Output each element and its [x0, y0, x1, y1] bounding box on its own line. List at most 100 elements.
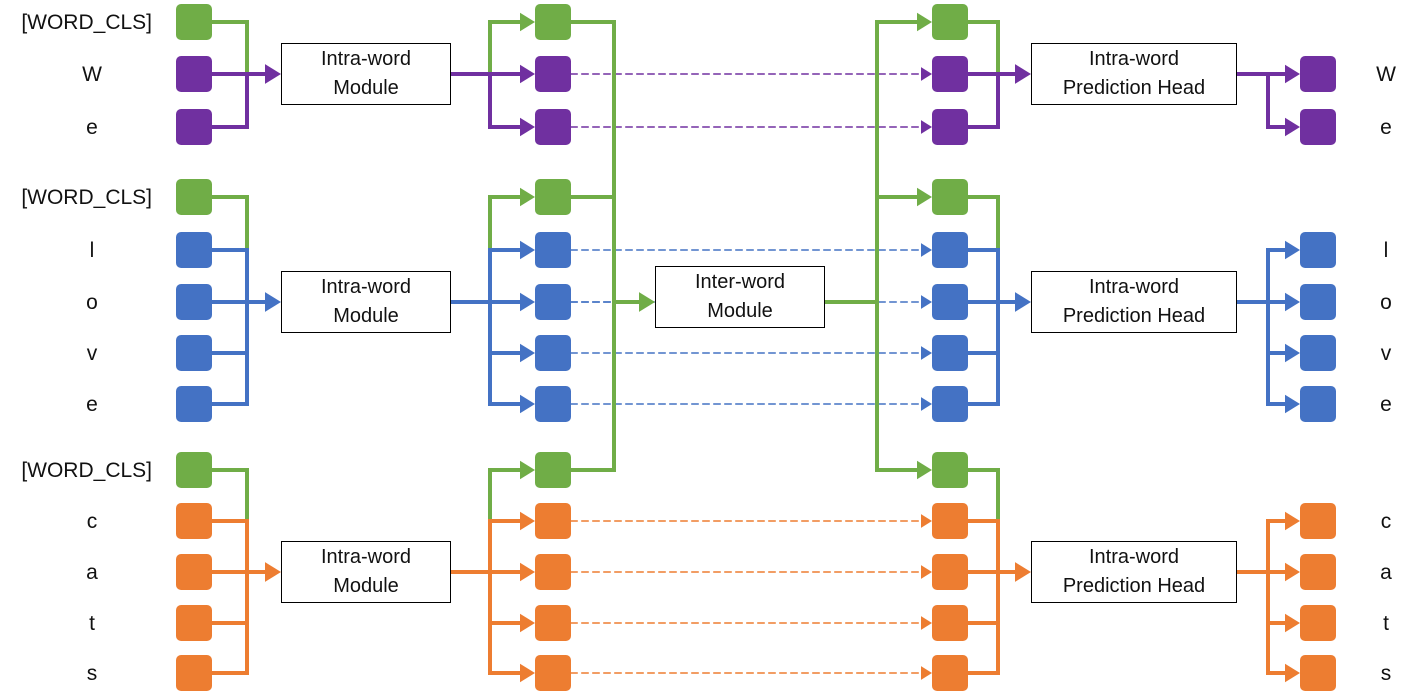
- char-token-intra-out: [535, 605, 571, 641]
- char-token-input: [176, 386, 212, 422]
- char-token-merged: [932, 605, 968, 641]
- char-token-output: [1300, 386, 1336, 422]
- output-char-label: e: [1380, 393, 1392, 416]
- skip-arrow: [921, 565, 932, 579]
- char-token-output: [1300, 335, 1336, 371]
- output-arrow: [1285, 394, 1300, 414]
- input-char-label: W: [82, 63, 102, 86]
- skip-arrow: [921, 295, 932, 309]
- output-arrow: [1285, 292, 1300, 312]
- inter-in-arrow: [639, 292, 655, 312]
- output-char-label: t: [1383, 612, 1389, 635]
- char-token-intra-out: [535, 109, 571, 145]
- char-token-intra-out: [535, 503, 571, 539]
- box-line-2: Prediction Head: [1062, 305, 1206, 327]
- char-token-output: [1300, 554, 1336, 590]
- char-token-intra-out: [535, 56, 571, 92]
- box-line-1: Inter-word: [694, 271, 786, 293]
- char-token-merged: [932, 109, 968, 145]
- fan-arrow: [520, 240, 535, 260]
- char-token-merged: [932, 335, 968, 371]
- char-token-merged: [932, 232, 968, 268]
- fan-arrow: [520, 511, 535, 531]
- cls-token-input: [176, 4, 212, 40]
- char-token-merged: [932, 655, 968, 691]
- fan-arrow: [520, 562, 535, 582]
- char-token-intra-out: [535, 655, 571, 691]
- skip-arrow: [921, 243, 932, 257]
- intra-in-arrow: [265, 64, 281, 84]
- word-cls-label: [WORD_CLS]: [21, 186, 152, 209]
- char-token-input: [176, 56, 212, 92]
- cls-branch-arrow: [520, 460, 535, 480]
- char-token-input: [176, 655, 212, 691]
- input-char-label: t: [89, 612, 95, 635]
- skip-arrow: [921, 67, 932, 81]
- cls-token-intra-out: [535, 4, 571, 40]
- output-arrow: [1285, 64, 1300, 84]
- char-token-output: [1300, 655, 1336, 691]
- head-in-arrow: [1015, 64, 1031, 84]
- cls-input-wire: [212, 20, 249, 74]
- output-arrow: [1285, 663, 1300, 683]
- char-token-intra-out: [535, 386, 571, 422]
- skip-arrow: [921, 397, 932, 411]
- cls-token-intra-out: [535, 452, 571, 488]
- char-token-output: [1300, 56, 1336, 92]
- box-line-2: Prediction Head: [1062, 77, 1206, 99]
- box-line-2: Module: [333, 77, 399, 99]
- word-cls-label: [WORD_CLS]: [21, 459, 152, 482]
- char-token-input: [176, 232, 212, 268]
- box-line-1: Intra-word: [1088, 546, 1180, 568]
- output-char-label: v: [1380, 342, 1392, 365]
- box-line-2: Module: [707, 300, 773, 322]
- cls-token-input: [176, 179, 212, 215]
- input-char-label: s: [86, 662, 98, 685]
- fan-arrow: [520, 117, 535, 137]
- char-token-merged: [932, 56, 968, 92]
- input-char-label: e: [86, 393, 98, 416]
- char-token-merged: [932, 554, 968, 590]
- char-token-output: [1300, 284, 1336, 320]
- char-token-input: [176, 109, 212, 145]
- word-cls-label: [WORD_CLS]: [21, 11, 152, 34]
- fan-arrow: [520, 394, 535, 414]
- output-arrow: [1285, 562, 1300, 582]
- skip-arrow: [921, 616, 932, 630]
- output-arrow: [1285, 613, 1300, 633]
- input-char-label: o: [86, 291, 98, 314]
- input-char-label: l: [89, 239, 95, 262]
- char-token-intra-out: [535, 335, 571, 371]
- output-arrow: [1285, 511, 1300, 531]
- fan-arrow: [520, 613, 535, 633]
- box-line-1: Intra-word: [320, 546, 412, 568]
- output-arrow: [1285, 343, 1300, 363]
- char-token-input: [176, 335, 212, 371]
- output-char-label: e: [1380, 116, 1392, 139]
- cls-token-input: [176, 452, 212, 488]
- fan-arrow: [520, 663, 535, 683]
- skip-arrow: [921, 666, 932, 680]
- output-char-label: W: [1376, 63, 1396, 86]
- cls-merge-wire: [968, 20, 1000, 74]
- box-line-1: Intra-word: [1088, 276, 1180, 298]
- char-token-merged: [932, 386, 968, 422]
- fan-arrow: [520, 343, 535, 363]
- output-char-label: o: [1380, 291, 1392, 314]
- box-line-2: Prediction Head: [1062, 575, 1206, 597]
- box-line-2: Module: [333, 305, 399, 327]
- cls-branch-arrow: [520, 12, 535, 32]
- skip-arrow: [921, 120, 932, 134]
- box-line-1: Intra-word: [1088, 48, 1180, 70]
- char-token-input: [176, 605, 212, 641]
- inter-out-arrow: [917, 460, 932, 480]
- output-arrow: [1285, 117, 1300, 137]
- output-char-label: c: [1380, 510, 1392, 533]
- char-token-output: [1300, 605, 1336, 641]
